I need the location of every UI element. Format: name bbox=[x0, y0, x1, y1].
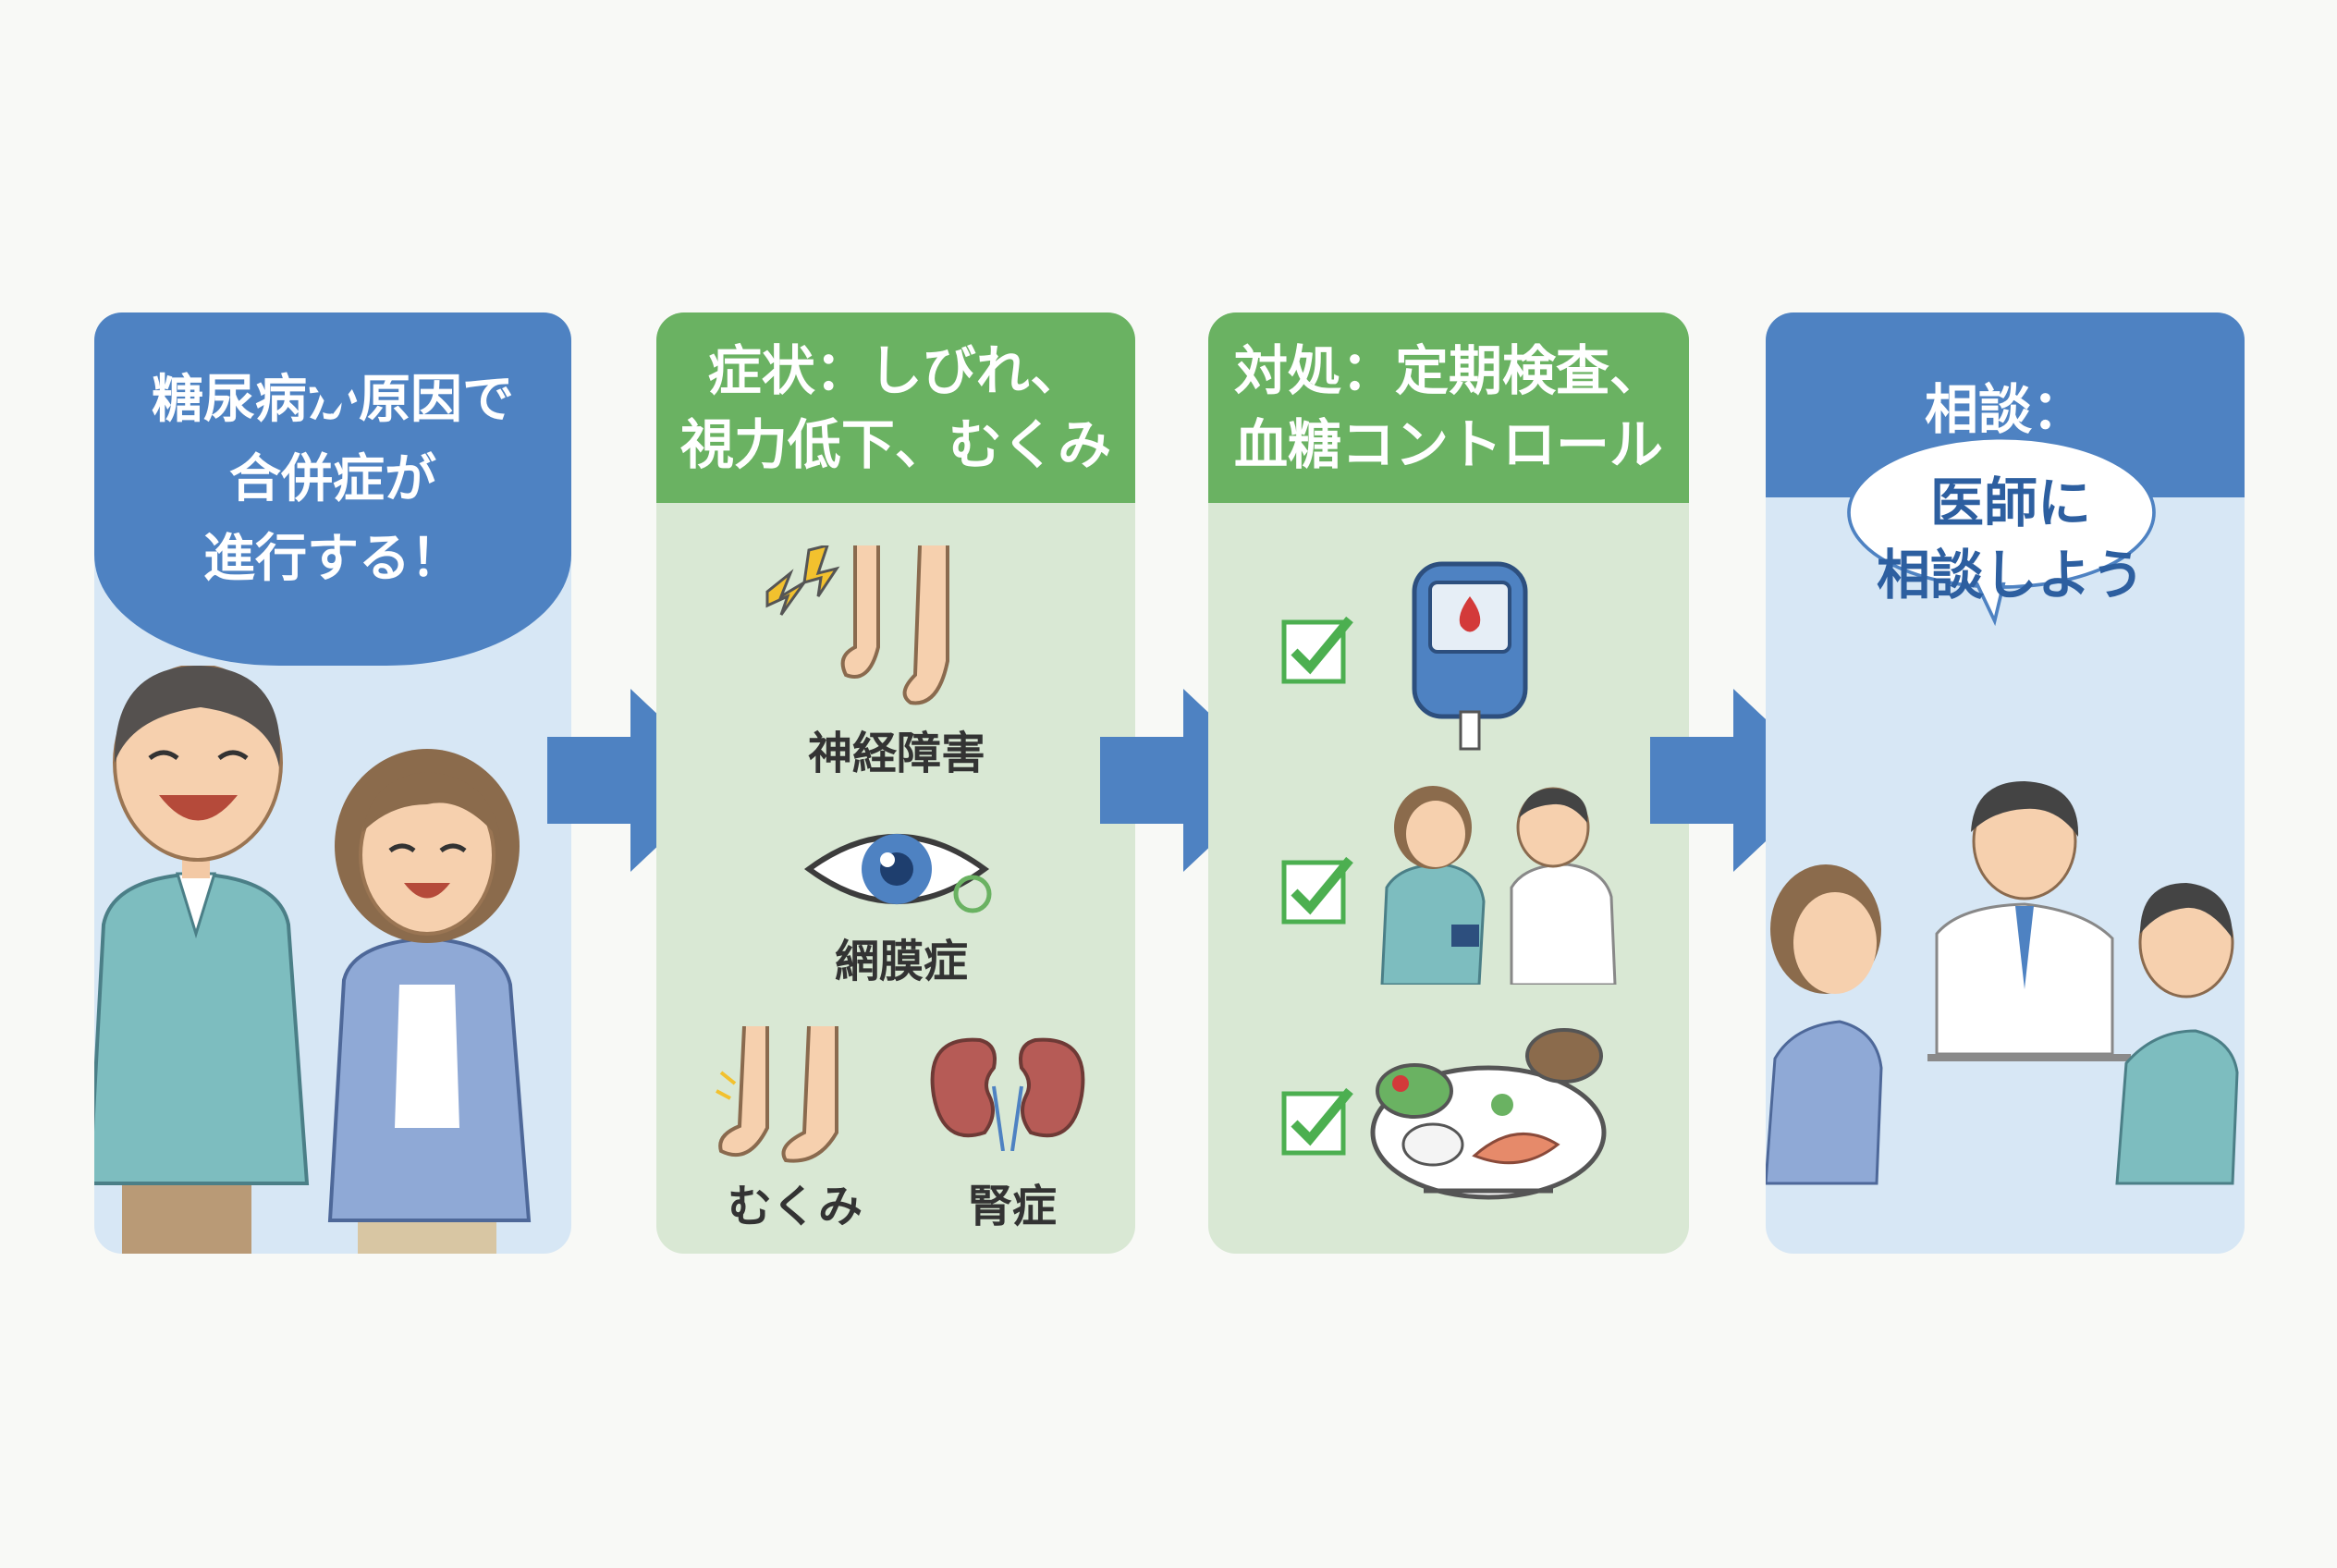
retinopathy-label: 網膜症 bbox=[834, 936, 968, 987]
check-icon-2 bbox=[1281, 856, 1353, 925]
swollen-feet-icon bbox=[716, 1026, 838, 1163]
numb-feet-icon bbox=[765, 545, 949, 705]
consult-text: 医師に 相談しよう bbox=[1876, 472, 2145, 606]
arrow-right-3 bbox=[1650, 689, 1830, 872]
arrow-right-2 bbox=[1100, 689, 1280, 872]
consultation-illustration bbox=[1766, 781, 2239, 1185]
consult-speech-bubble bbox=[1847, 435, 2156, 627]
glucose-meter-icon bbox=[1412, 561, 1528, 751]
neuropathy-label: 神経障害 bbox=[807, 728, 985, 779]
arrow-right-1 bbox=[547, 689, 728, 872]
eye-icon bbox=[804, 834, 992, 913]
nephropathy-label: 腎症 bbox=[967, 1181, 1057, 1232]
couple-illustration bbox=[94, 666, 532, 1254]
edema-label: むくみ bbox=[728, 1181, 863, 1232]
check-icon-3 bbox=[1281, 1087, 1353, 1156]
cause-text: 糖尿病が原因で 合併症が 進行する！ bbox=[152, 370, 514, 589]
check-icon-1 bbox=[1281, 616, 1353, 684]
treatment-title: 対処：定期検査、 血糖コントロール bbox=[1208, 312, 1689, 503]
symptoms-title: 症状：しびれ、 視力低下、むくみ bbox=[656, 312, 1135, 503]
doctor-checkup-icon bbox=[1380, 786, 1617, 985]
kidney-icon bbox=[930, 1037, 1085, 1151]
bubble1-tail bbox=[287, 342, 388, 414]
healthy-meal-icon bbox=[1370, 1028, 1607, 1200]
